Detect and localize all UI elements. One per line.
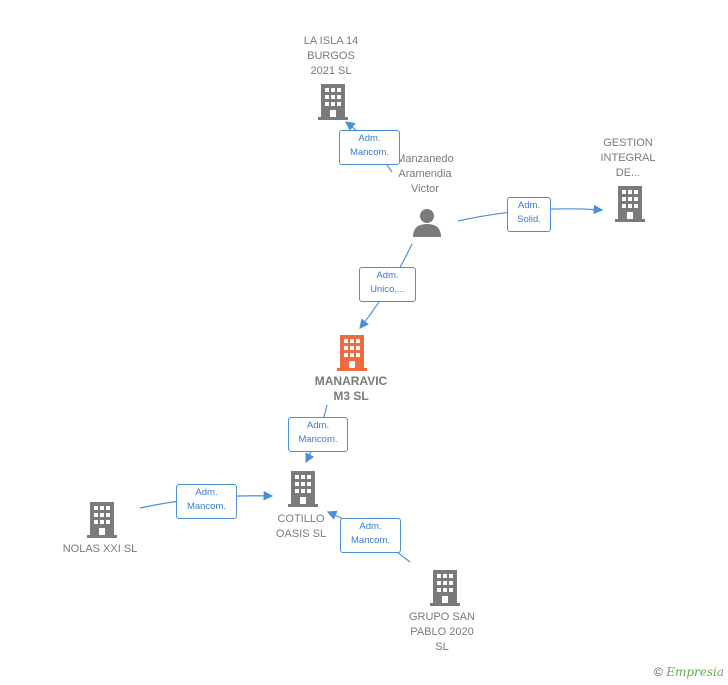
- edge-label-solid[interactable]: Adm. Solid.: [507, 197, 551, 232]
- edge-label-mancom[interactable]: Adm. Mancom.: [288, 417, 348, 452]
- edge-label-mancom[interactable]: Adm. Mancom.: [340, 518, 401, 553]
- node-label-manzanedo[interactable]: Manzanedo Aramendia Victor: [396, 153, 454, 195]
- building-icon[interactable]: [288, 471, 318, 507]
- edge-label-unico[interactable]: Adm. Unico,...: [359, 267, 416, 302]
- node-label-cotillo[interactable]: COTILLO OASIS SL: [275, 513, 327, 540]
- node-label-gestion[interactable]: GESTION INTEGRAL DE...: [600, 137, 656, 179]
- node-label-nolas[interactable]: NOLAS XXI SL: [62, 543, 138, 555]
- building-icon[interactable]: [430, 570, 460, 606]
- building-icon[interactable]: [87, 502, 117, 538]
- edge-label-mancom[interactable]: Adm. Mancom.: [176, 484, 237, 519]
- building-icon-main[interactable]: [337, 335, 367, 371]
- building-icon[interactable]: [318, 84, 348, 120]
- brand-name[interactable]: Empresia: [666, 665, 724, 679]
- node-label-grupo[interactable]: GRUPO SAN PABLO 2020 SL: [408, 611, 475, 653]
- person-icon[interactable]: [412, 207, 442, 237]
- copyright-symbol: ©: [654, 665, 663, 679]
- edge-label-mancom[interactable]: Adm. Mancom.: [339, 130, 400, 165]
- node-label-la-isla[interactable]: LA ISLA 14 BURGOS 2021 SL: [303, 35, 359, 77]
- building-icon[interactable]: [615, 186, 645, 222]
- node-label-manaravic[interactable]: MANARAVIC M3 SL: [314, 374, 388, 403]
- footer-brand: © Empresia: [654, 665, 724, 679]
